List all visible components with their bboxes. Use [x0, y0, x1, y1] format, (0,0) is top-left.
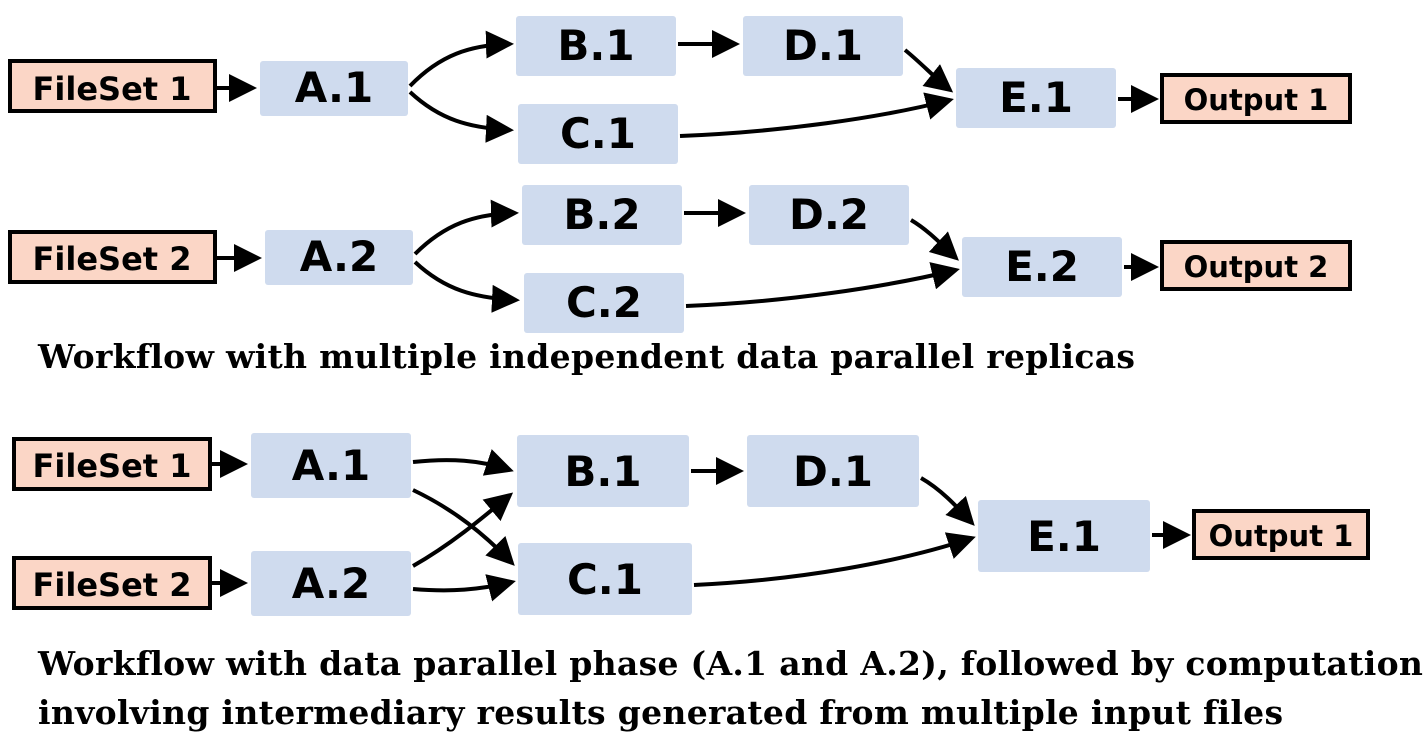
fileset-2-box	[8, 230, 217, 284]
edge-a2-b2	[413, 199, 519, 256]
task-b2-label: B.2	[563, 190, 640, 239]
bottom-task-e1-box	[978, 500, 1150, 572]
bottom-fileset-2-label: FileSet 2	[33, 566, 192, 604]
fileset-2-label: FileSet 2	[33, 240, 192, 278]
task-c2-label: C.2	[566, 278, 642, 327]
data-parallel-diagram: FileSet 1 FileSet 2 A.1 A.2 B.1 C.1 D.1 …	[12, 433, 1370, 616]
edge-bottom-d1-e1	[920, 476, 975, 526]
output-1-box	[1160, 73, 1352, 124]
bottom-fileset-1-label: FileSet 1	[33, 447, 192, 485]
bottom-output-1-box	[1192, 509, 1370, 560]
bottom-task-c1-box	[518, 543, 692, 615]
edge-a2-c2	[413, 260, 520, 313]
bottom-task-c1-label: C.1	[567, 555, 643, 604]
edge-bottom-c1-e1	[693, 532, 976, 587]
bottom-task-d1-label: D.1	[793, 447, 873, 496]
bottom-task-a1-label: A.1	[292, 441, 370, 490]
task-a2-label: A.2	[300, 232, 378, 281]
bottom-fileset-1-box	[12, 437, 212, 491]
bottom-fileset-2-box	[12, 556, 212, 610]
task-e2-label: E.2	[1005, 242, 1079, 291]
bottom-task-d1-box	[747, 435, 919, 507]
edge-a1-c1	[408, 90, 514, 143]
bottom-task-b1-label: B.1	[564, 447, 641, 496]
task-c1-label: C.1	[560, 109, 636, 158]
output-2-label: Output 2	[1184, 250, 1329, 284]
task-d2-label: D.2	[789, 190, 869, 239]
task-e2-box	[962, 237, 1122, 297]
output-1-label: Output 1	[1184, 83, 1329, 117]
task-a1-label: A.1	[295, 63, 373, 112]
task-b2-box	[522, 185, 682, 245]
task-b1-box	[516, 16, 676, 76]
task-e1-box	[956, 68, 1116, 128]
caption-data-parallel-line-1: Workflow with data parallel phase (A.1 a…	[38, 644, 1423, 683]
task-d1-label: D.1	[783, 21, 863, 70]
task-c1-box	[518, 104, 678, 164]
bottom-task-e1-label: E.1	[1027, 512, 1101, 561]
edge-d2-e2	[909, 218, 959, 261]
bottom-task-b1-box	[517, 435, 689, 507]
edge-c2-e2	[685, 262, 960, 308]
edge-a1-b1	[408, 30, 514, 88]
bottom-task-a2-box	[251, 551, 411, 616]
replica-1-diagram: FileSet 1 A.1 B.1 C.1 D.1 E.1 Output 1	[8, 16, 1352, 164]
bottom-task-a1-box	[251, 433, 411, 498]
bottom-task-a2-label: A.2	[292, 559, 370, 608]
output-2-box	[1160, 240, 1352, 291]
task-b1-label: B.1	[557, 21, 634, 70]
edge-bottom-a1-c1	[412, 488, 515, 566]
fileset-1-box	[8, 59, 217, 113]
task-e1-label: E.1	[999, 73, 1073, 122]
task-a2-box	[265, 230, 413, 285]
caption-replicas: Workflow with multiple independent data …	[38, 337, 1136, 376]
task-c2-box	[524, 273, 684, 333]
edge-bottom-a2-c1	[412, 574, 516, 602]
task-d1-box	[743, 16, 903, 76]
workflow-diagram: FileSet 1 A.1 B.1 C.1 D.1 E.1 Output 1 F…	[8, 16, 1370, 616]
edge-d1-e1	[903, 48, 954, 93]
caption-data-parallel-line-2: involving intermediary results generated…	[38, 693, 1284, 732]
edge-bottom-a2-b1	[412, 492, 514, 568]
replica-2-diagram: FileSet 2 A.2 B.2 C.2 D.2 E.2 Output 2	[8, 185, 1352, 333]
task-d2-box	[749, 185, 909, 245]
bottom-output-1-label: Output 1	[1209, 519, 1354, 553]
edge-bottom-a1-b1	[412, 449, 514, 476]
fileset-1-label: FileSet 1	[33, 70, 192, 108]
edge-c1-e1	[679, 92, 954, 138]
task-a1-box	[260, 61, 408, 116]
